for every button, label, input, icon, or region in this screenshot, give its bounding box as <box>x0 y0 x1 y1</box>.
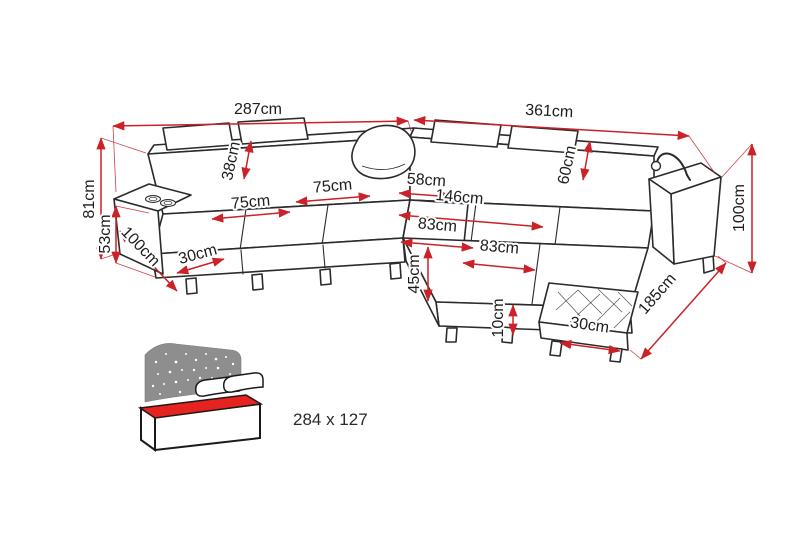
dim-label-chaise-front-height: 45cm <box>406 254 423 293</box>
dim-line-chaise-length <box>398 211 544 231</box>
extension-line <box>717 255 727 264</box>
dim-line-seat-width-a <box>211 208 291 223</box>
dim-label-seat-width-b: 75cm <box>312 176 352 196</box>
dim-label-chaise-width-inner: 83cm <box>417 215 457 235</box>
seat-seam <box>554 206 561 246</box>
sofa-bed-icon: 284 x 127 <box>137 343 368 452</box>
sofa-leg <box>549 340 563 357</box>
extension-line <box>100 137 147 154</box>
dim-line-chaise-width-outer <box>462 259 536 274</box>
headrest-left-1 <box>162 122 234 151</box>
dim-line-headrest-right <box>580 140 593 181</box>
ottoman-quilting <box>555 288 633 329</box>
extension-line <box>721 143 753 178</box>
headrest-left-2 <box>237 117 309 145</box>
extension-line <box>629 349 642 360</box>
sofa-leg <box>389 262 402 280</box>
dim-label-side-right: 185cm <box>635 270 679 317</box>
reading-lamp-icon <box>650 152 691 181</box>
sleeping-area-size: 284 x 127 <box>293 410 368 429</box>
bed-mattress-red <box>137 394 264 419</box>
sofa-leg <box>185 277 198 295</box>
dim-label-leg-height: 10cm <box>490 298 507 337</box>
cup-holder <box>144 195 177 207</box>
dim-line-side-right <box>640 262 727 360</box>
sofa-leg <box>319 268 332 286</box>
dim-line-depth-left <box>119 230 178 292</box>
seat-front-seam <box>240 249 244 275</box>
dim-line-front-edge-left <box>176 257 225 275</box>
bed-pillow <box>222 372 264 393</box>
chaise-seam <box>531 243 541 305</box>
seat-seam <box>321 204 329 246</box>
dim-label-corner-width: 58cm <box>406 171 446 191</box>
dim-label-seat-height-left: 53cm <box>97 214 114 253</box>
extension-line <box>112 125 117 193</box>
dim-label-width-left: 287cm <box>234 101 282 118</box>
dim-line-front-edge-right <box>559 339 621 355</box>
dim-line-corner-width <box>398 189 454 201</box>
dim-line-width-right <box>413 115 690 141</box>
dim-line-width-left <box>112 116 409 131</box>
sofa-drawing <box>113 117 722 363</box>
sofa-leg <box>445 327 458 343</box>
extension-line <box>688 135 715 173</box>
sofa-leg <box>251 273 264 291</box>
dim-label-height-left: 81cm <box>81 179 98 218</box>
seat-front-seam <box>322 244 326 269</box>
extension-line <box>115 205 150 214</box>
dim-label-height-right: 100cm <box>731 184 748 232</box>
corner-pillow-crease <box>361 163 406 170</box>
dim-line-seat-width-b <box>295 192 371 206</box>
dim-line-chaise-width-inner <box>400 238 474 252</box>
dim-label-seat-width-a: 75cm <box>230 192 270 212</box>
dim-label-width-right: 361cm <box>525 102 574 121</box>
dim-label-chaise-width-outer: 83cm <box>479 237 519 257</box>
dim-line-headrest-left <box>241 140 254 180</box>
